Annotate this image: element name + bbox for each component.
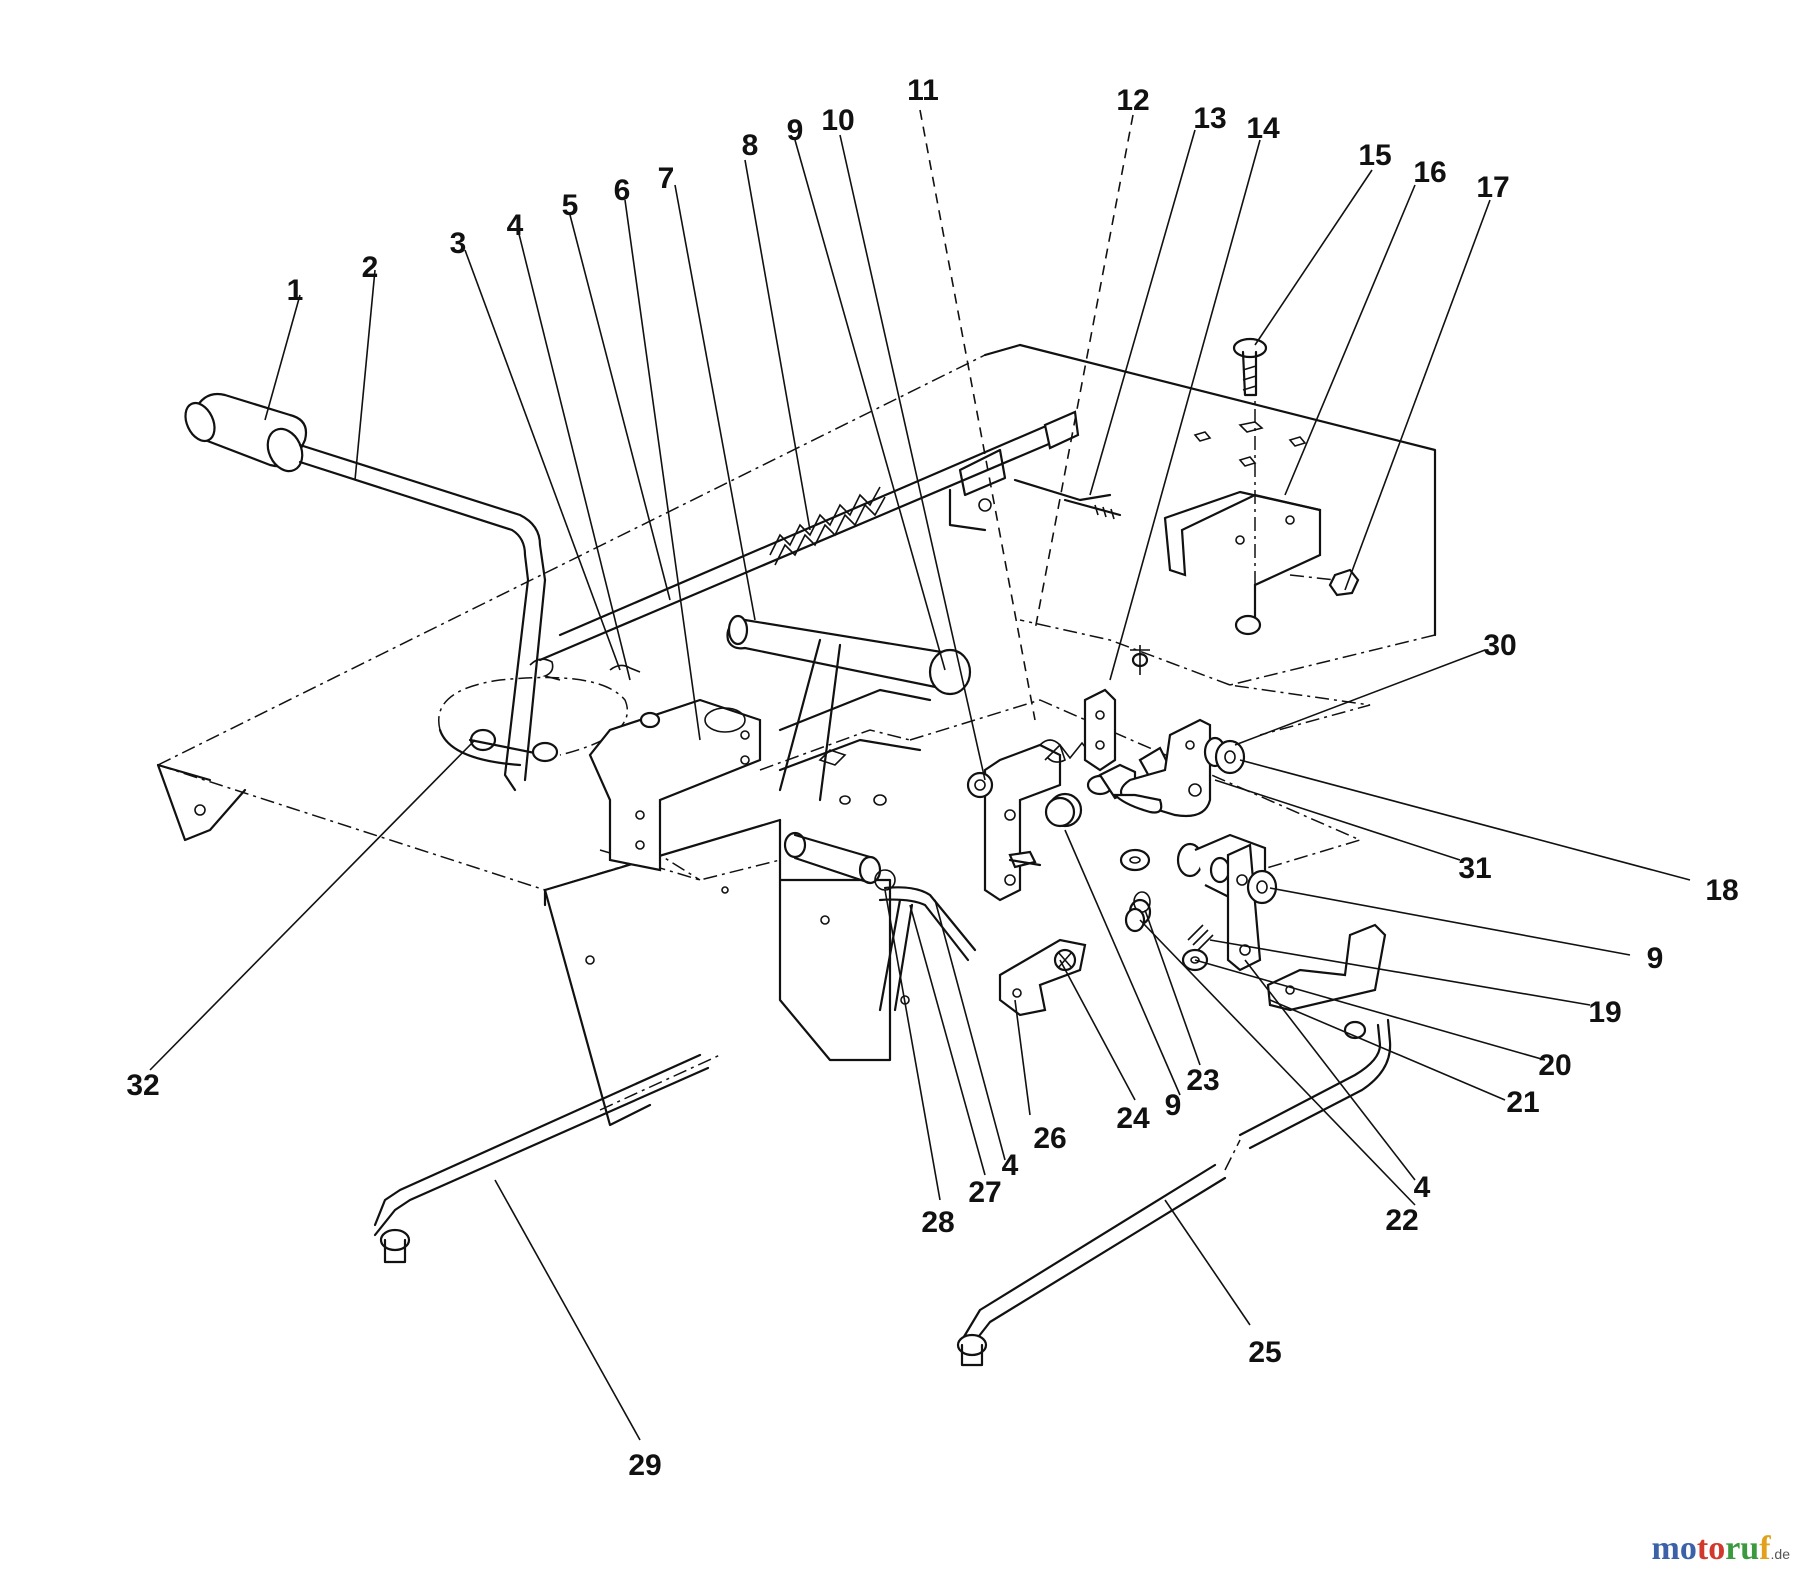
brake-link	[998, 850, 1146, 1017]
callout-18: 18	[1705, 874, 1738, 907]
watermark-part4: f	[1759, 1530, 1771, 1567]
callout-12: 12	[1116, 84, 1149, 117]
callout-9-mid: 9	[1165, 1089, 1182, 1122]
callout-8: 8	[742, 129, 759, 162]
small-hardware	[529, 645, 1150, 729]
callout-labels: 1 2 3 4 5 6 7 8 9 10 11 12 13 14 15 16 1…	[126, 74, 1738, 1482]
watermark-logo: motoruf.de	[1652, 1530, 1790, 1568]
watermark-part1: mo	[1651, 1530, 1697, 1567]
callout-22: 22	[1385, 1204, 1418, 1237]
callout-32: 32	[126, 1069, 159, 1102]
watermark-part3: ru	[1725, 1530, 1760, 1567]
callout-4-bottom: 4	[1002, 1149, 1019, 1182]
callout-31: 31	[1458, 852, 1491, 885]
brake-handle	[588, 614, 972, 872]
callout-4-top: 4	[507, 209, 524, 242]
callout-25: 25	[1248, 1336, 1281, 1369]
callout-30: 30	[1483, 629, 1516, 662]
right-bracket	[1163, 337, 1360, 636]
callout-17: 17	[1476, 171, 1509, 204]
callout-6: 6	[614, 174, 631, 207]
callout-9-right: 9	[1647, 942, 1664, 975]
callout-29: 29	[628, 1449, 661, 1482]
callout-11: 11	[907, 74, 939, 107]
rods	[373, 886, 1392, 1367]
pedal-pivot	[1128, 833, 1387, 1012]
callout-14: 14	[1246, 112, 1280, 145]
callout-19: 19	[1588, 996, 1621, 1029]
callout-4-right: 4	[1414, 1171, 1431, 1204]
callout-15: 15	[1358, 139, 1391, 172]
callout-28: 28	[921, 1206, 954, 1239]
callout-27: 27	[968, 1176, 1001, 1209]
callout-9-top: 9	[787, 114, 804, 147]
lower-bracket	[783, 794, 896, 891]
callout-26: 26	[1033, 1122, 1066, 1155]
leader-lines	[149, 109, 1691, 1441]
deck-plate	[156, 343, 1437, 1127]
callout-16: 16	[1413, 156, 1446, 189]
callout-23: 23	[1186, 1064, 1219, 1097]
callout-2: 2	[362, 251, 379, 284]
lever-handle	[184, 392, 629, 792]
callout-1: 1	[287, 274, 304, 307]
callout-24: 24	[1116, 1102, 1150, 1135]
callout-20: 20	[1538, 1049, 1571, 1082]
callout-13: 13	[1193, 102, 1226, 135]
watermark-part2: to	[1696, 1530, 1726, 1567]
spring-assembly	[538, 410, 1122, 662]
callout-3: 3	[450, 227, 467, 260]
callout-10: 10	[821, 104, 854, 137]
pivot-assembly	[966, 688, 1246, 902]
watermark-tld: .de	[1770, 1546, 1790, 1562]
callout-7: 7	[658, 162, 675, 195]
callout-21: 21	[1506, 1086, 1539, 1119]
callout-5: 5	[562, 189, 579, 222]
